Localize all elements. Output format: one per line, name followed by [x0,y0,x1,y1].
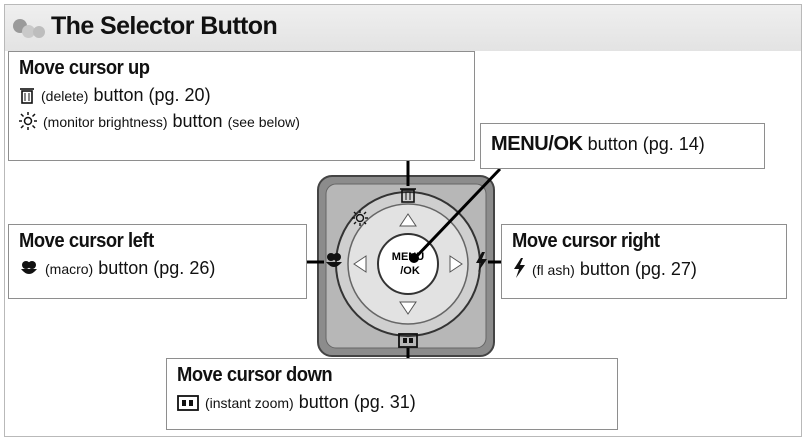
instant-zoom-ref: button (pg. 31) [298,392,416,412]
flash-label: (fl ash) [532,262,575,278]
trash-icon [400,188,416,203]
brightness-icon [19,112,37,130]
page-title: The Selector Button [51,12,278,40]
menu-ok-line: MENU/OK button (pg. 14) [491,133,705,155]
brightness-icon [352,210,368,226]
instant-zoom-icon [398,333,418,348]
callout-move-right: Move cursor right (fl ash) button (pg. 2… [501,224,787,299]
instant-zoom-label: (instant zoom) [205,395,294,411]
instant-zoom-icon [177,395,199,411]
callout-move-up: Move cursor up (delete) button (pg. 20) … [8,51,475,161]
delete-label: (delete) [41,88,89,104]
section-header: The Selector Button [5,5,801,51]
callout-up-line1: (delete) button (pg. 20) [19,85,464,106]
leader-menu-ok [413,167,502,260]
macro-ref: button (pg. 26) [98,258,216,278]
callout-menu-ok: MENU/OK button (pg. 14) [480,123,765,169]
callout-up-heading: Move cursor up [19,57,150,79]
flash-bolt-icon [476,252,487,272]
callout-down-line: (instant zoom) button (pg. 31) [177,392,607,413]
brightness-label: (monitor brightness) [43,114,168,130]
macro-flower-icon [21,261,37,274]
brightness-button-word: button [172,111,223,131]
callout-move-down: Move cursor down (instant zoom) button (… [166,358,618,430]
callout-move-left: Move cursor left (macro) button (pg. 26) [8,224,307,299]
menu-ok-label-bottom: /OK [400,265,420,277]
leader-menu-ok-dot [409,253,419,263]
callout-up-line2: (monitor brightness) button (see below) [19,111,464,132]
arrow-down-icon [399,301,417,315]
macro-label: (macro) [45,261,94,277]
callout-right-heading: Move cursor right [512,230,660,252]
callout-right-line: (fl ash) button (pg. 27) [512,258,776,280]
arrow-up-icon [399,213,417,227]
arrow-right-icon [449,255,463,273]
callout-left-line: (macro) button (pg. 26) [19,258,296,279]
menu-ok-ref: button (pg. 14) [587,134,705,154]
callout-left-heading: Move cursor left [19,230,154,252]
trash-icon [20,88,34,104]
callout-down-heading: Move cursor down [177,364,333,386]
menu-ok-bold: MENU/OK [491,133,583,155]
header-dots-icon [13,19,53,39]
flash-ref: button (pg. 27) [579,259,697,279]
flash-bolt-icon [514,258,525,278]
arrow-left-icon [353,255,367,273]
brightness-see-below: (see below) [227,114,300,130]
macro-flower-icon [326,253,342,267]
delete-ref: button (pg. 20) [93,85,211,105]
